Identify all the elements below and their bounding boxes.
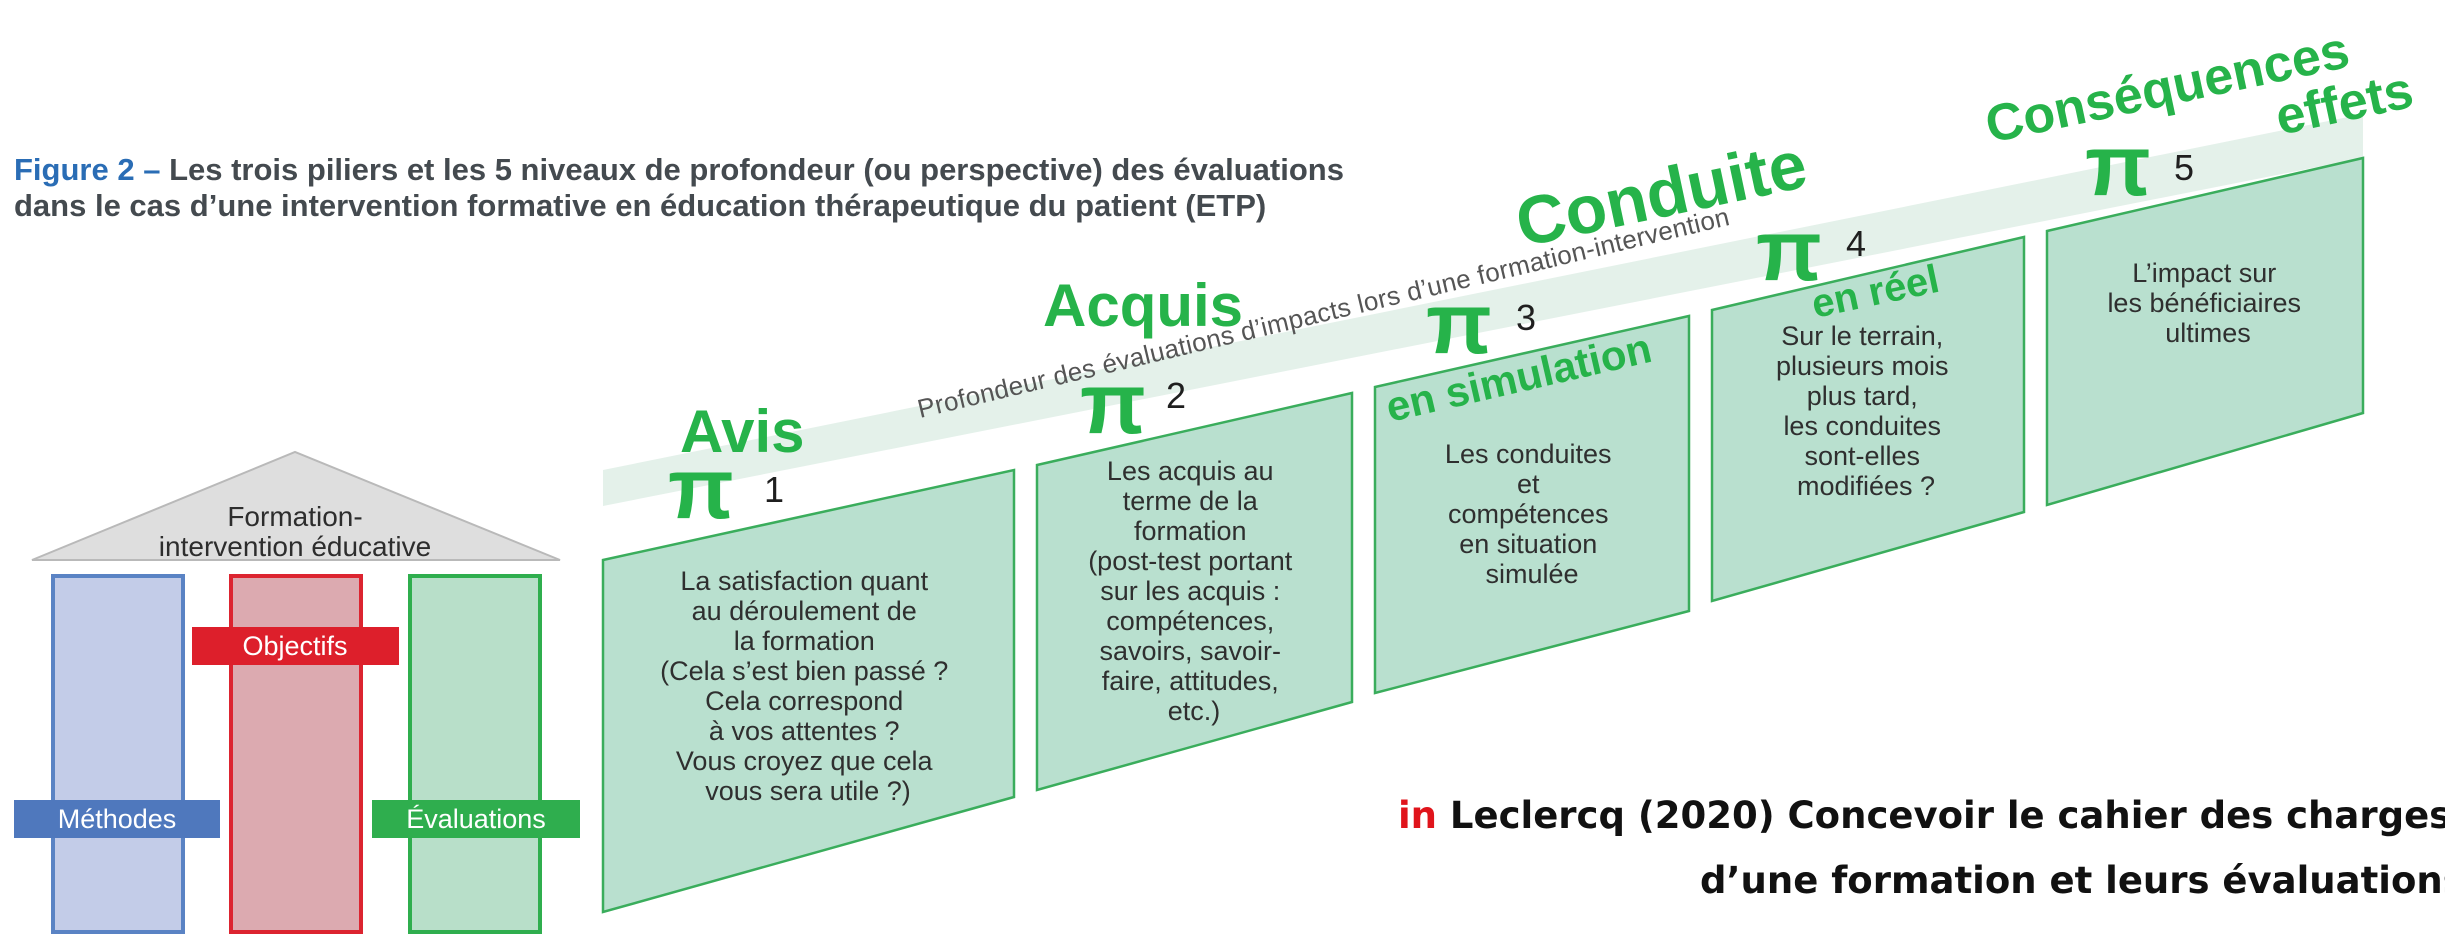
roof-line-2: intervention éducative bbox=[159, 531, 431, 562]
level-1-title: Avis bbox=[680, 398, 805, 465]
citation-line-2: d’une formation et leurs évaluations bbox=[1700, 859, 2445, 902]
level-4-description: Sur le terrain, plusieurs mois plus tard… bbox=[1776, 321, 1956, 501]
objectifs-label: Objectifs bbox=[242, 631, 347, 661]
figure-label: Figure 2 – bbox=[14, 152, 161, 187]
caption-line-2: dans le cas d’une intervention formative… bbox=[14, 188, 1267, 223]
level-3-panel bbox=[1373, 314, 1691, 695]
level-2-number: 2 bbox=[1166, 375, 1186, 416]
level-5-panel bbox=[2045, 156, 2365, 507]
caption-line-1: Les trois piliers et les 5 niveaux de pr… bbox=[169, 152, 1344, 187]
level-3-number: 3 bbox=[1516, 297, 1536, 338]
roof-line-1: Formation- bbox=[227, 501, 362, 532]
evaluations-label: Évaluations bbox=[406, 804, 546, 834]
objectifs-label-bg bbox=[192, 627, 399, 665]
level-2-panel bbox=[1035, 391, 1354, 792]
evaluations-label-bg bbox=[372, 800, 580, 838]
level-2-description: Les acquis au terme de la formation (pos… bbox=[1088, 456, 1300, 726]
citation-line-1: in Leclercq (2020) Concevoir le cahier d… bbox=[1398, 794, 2445, 837]
house-roof bbox=[31, 450, 561, 561]
level-4-panel bbox=[1710, 235, 2026, 603]
level-4-number: 4 bbox=[1846, 223, 1866, 264]
figure-caption: Figure 2 – Les trois piliers et les 5 ni… bbox=[14, 152, 1634, 224]
citation-prefix: in bbox=[1398, 794, 1438, 837]
level-1-panel bbox=[601, 468, 1016, 914]
level-1-description: La satisfaction quant au déroulement de … bbox=[660, 566, 956, 806]
depth-band bbox=[603, 114, 2363, 506]
citation-text-1: Leclercq (2020) Concevoir le cahier des … bbox=[1449, 794, 2445, 837]
level-5-number: 5 bbox=[2174, 147, 2194, 188]
level-3-description: Les conduites et compétences en situatio… bbox=[1445, 439, 1619, 589]
level-1-number: 1 bbox=[764, 469, 784, 510]
pillar-methodes bbox=[51, 574, 185, 934]
level-3-pi-icon: π bbox=[1426, 276, 1492, 372]
pillar-evaluations bbox=[408, 574, 542, 934]
level-5-pi-icon: π bbox=[2085, 118, 2151, 214]
level-4-pi-icon: π bbox=[1756, 203, 1822, 299]
methodes-label-bg bbox=[14, 800, 220, 838]
methodes-label: Méthodes bbox=[58, 804, 177, 834]
house: Formation- intervention éducative Object… bbox=[14, 450, 580, 934]
level-2-pi-icon: π bbox=[1080, 356, 1146, 452]
level-markers: π 1 π 2 π 3 π 4 π 5 bbox=[668, 118, 2194, 537]
level-panels bbox=[601, 156, 2365, 914]
level-2-title: Acquis bbox=[1043, 272, 1243, 339]
level-5-description: L’impact sur les bénéficiaires ultimes bbox=[2107, 258, 2308, 348]
citation-text-2: d’une formation et leurs évaluations bbox=[1700, 859, 2445, 902]
level-1-pi-icon: π bbox=[668, 441, 734, 537]
